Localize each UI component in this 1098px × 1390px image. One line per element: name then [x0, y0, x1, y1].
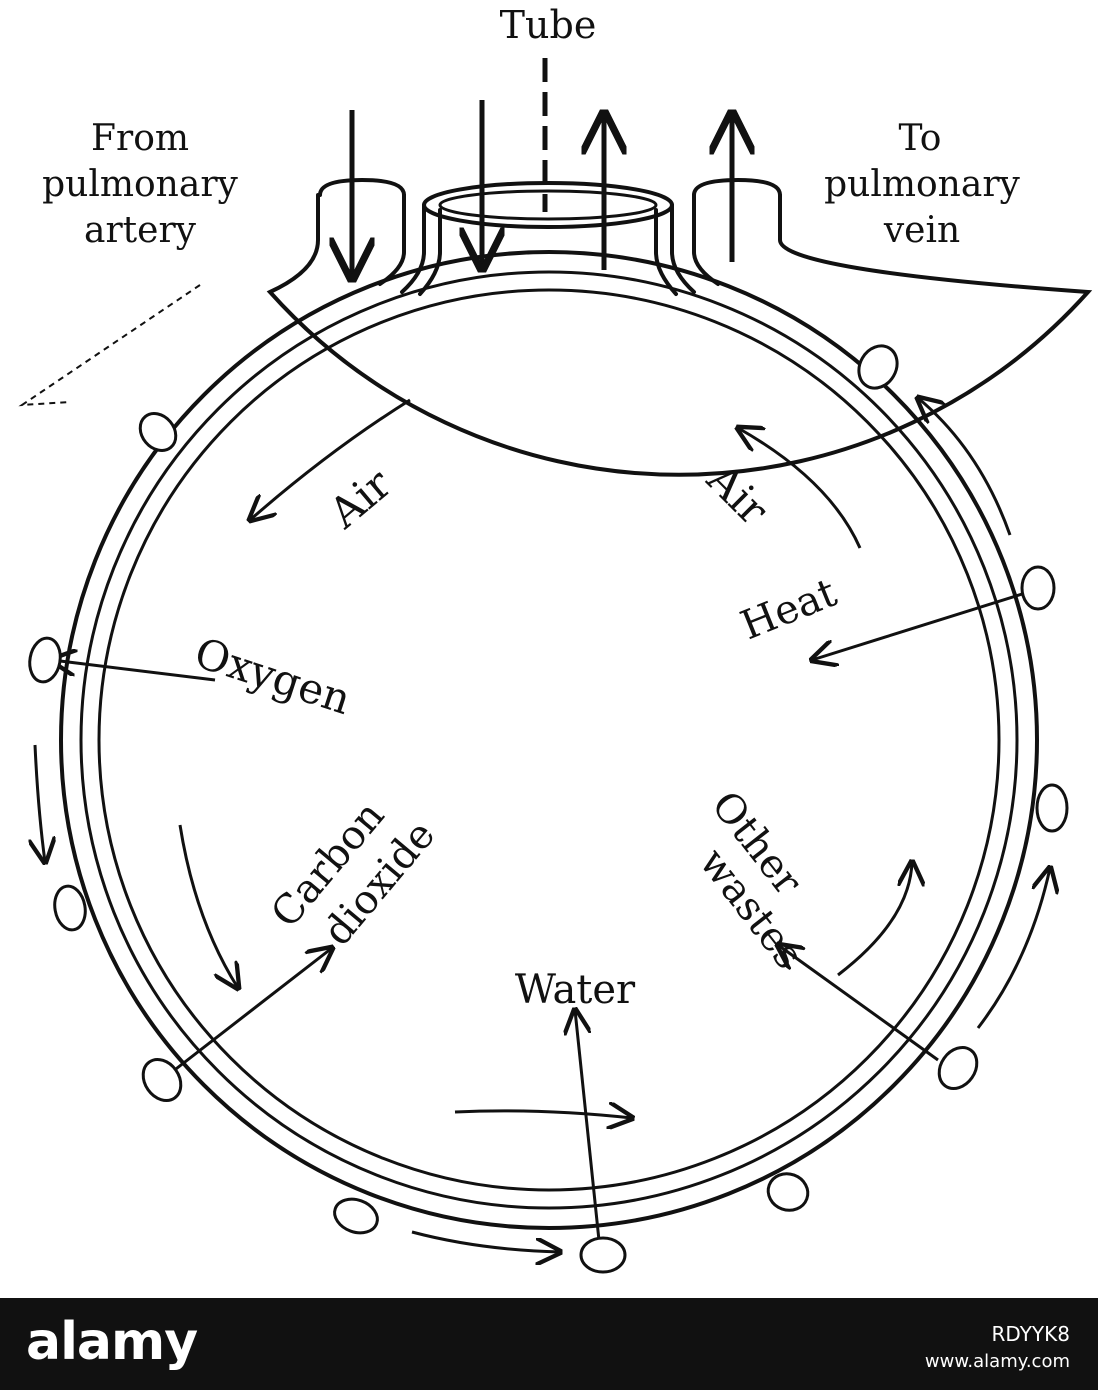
image-id: RDYYK8: [991, 1322, 1070, 1346]
carbon-dioxide-arrow: [171, 948, 332, 1074]
wastes-flow-arrow: [837, 862, 912, 977]
blood-cell: [333, 1197, 379, 1235]
alveolus-diagram: Tube From pulmonary artery To pulmonary …: [18, 3, 1093, 1274]
blood-cell: [579, 1236, 627, 1274]
label-from-2: pulmonary: [42, 164, 238, 205]
label-oxygen: Oxygen: [189, 628, 357, 724]
alveolus-membrane-outer: [59, 250, 1039, 1230]
tube-wall-right: [670, 203, 696, 294]
capillary-outer-wall: [266, 193, 1093, 477]
blood-cell: [141, 1058, 183, 1102]
site-url: www.alamy.com: [924, 1351, 1070, 1372]
blood-cell: [28, 636, 62, 684]
label-from-3: artery: [84, 210, 197, 251]
other-wastes-arrow: [778, 945, 939, 1062]
capillary-inner-wall: [378, 193, 406, 286]
label-to-1: To: [899, 118, 942, 159]
artery-opening-left: [318, 177, 406, 197]
blood-flow-arrow-left: [178, 824, 238, 988]
blood-cell: [53, 884, 87, 932]
diagram-svg: Tube From pulmonary artery To pulmonary …: [18, 3, 1093, 1274]
air-arrow-left: [250, 398, 411, 520]
label-air-right: Air: [697, 454, 778, 535]
alveolus-lumen: [97, 288, 1001, 1192]
tube-wall-left: [400, 203, 426, 294]
label-heat: Heat: [735, 570, 844, 650]
label-to-2: pulmonary: [824, 164, 1020, 205]
capillary-arrow-right-bottom: [976, 868, 1050, 1029]
label-air-left: Air: [319, 458, 401, 538]
label-tube: Tube: [500, 3, 597, 47]
watermark-footer: alamy RDYYK8 www.alamy.com: [0, 1298, 1098, 1390]
vein-opening-right: [692, 177, 782, 197]
label-from-1: From: [91, 118, 189, 159]
air-arrow-right: [738, 428, 862, 549]
blood-cell: [766, 1172, 810, 1212]
capillary-arrow-right-top: [918, 398, 1012, 536]
heat-arrow: [812, 588, 1036, 660]
blood-cell: [937, 1046, 979, 1090]
leader-line: [18, 284, 201, 407]
alveolus-membrane-inner: [79, 270, 1019, 1210]
oxygen-arrow: [52, 660, 216, 682]
capillary-arrow-left: [35, 744, 45, 862]
water-arrow: [575, 1010, 602, 1251]
blood-cell: [1020, 565, 1056, 611]
blood-cell: [1035, 783, 1069, 833]
alamy-logo: alamy: [26, 1312, 198, 1372]
blood-cell: [857, 344, 899, 390]
label-to-3: vein: [883, 210, 960, 251]
blood-flow-arrow-bottom: [454, 1111, 632, 1118]
capillary-arrow-bottom: [411, 1230, 560, 1252]
blood-cell: [138, 412, 178, 452]
label-water: Water: [515, 967, 636, 1013]
image-id-block: RDYYK8 www.alamy.com: [925, 1320, 1070, 1376]
